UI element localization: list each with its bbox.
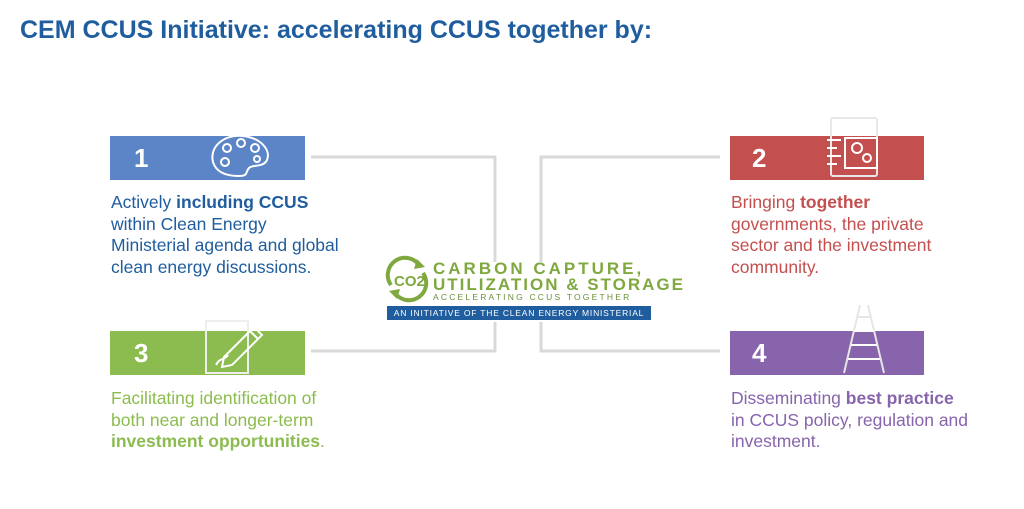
item-1-description: Actively including CCUS within Clean Ene… [111,192,339,277]
item-3-header: 3 [110,320,305,375]
connector-4 [539,322,720,353]
connector-3 [311,322,497,353]
ladder-icon [843,304,885,374]
connector-1 [311,155,497,262]
item-1-number: 1 [134,143,149,173]
palette-icon [211,134,269,178]
item-3-description: Facilitating identification of both near… [111,388,325,451]
logo-line-1: CARBON CAPTURE, [433,259,645,278]
connector-2 [539,155,720,262]
item-3-number: 3 [134,338,149,368]
document-gears-icon [827,117,878,177]
logo-line-2: UTILIZATION & STORAGE [433,275,685,294]
pencil-sheet-icon [205,320,264,374]
item-4-header: 4 [730,304,924,375]
item-1-header: 1 [110,134,305,180]
svg-text:CO2: CO2 [394,273,425,290]
logo-tagline: ACCELERATING CCUS TOGETHER [433,292,632,302]
ccus-logo: CO2 CARBON CAPTURE, UTILIZATION & STORAG… [383,255,683,322]
logo-banner: AN INITIATIVE OF THE CLEAN ENERGY MINIST… [387,306,651,320]
item-2-number: 2 [752,143,767,173]
item-4-description: Disseminating best practice in CCUS poli… [731,388,969,451]
co2-recycle-icon: CO2 [385,255,429,303]
page-title: CEM CCUS Initiative: accelerating CCUS t… [20,16,653,44]
item-2-description: Bringing together governments, the priva… [731,192,932,277]
item-2-header: 2 [730,117,924,180]
item-4-number: 4 [752,338,767,368]
